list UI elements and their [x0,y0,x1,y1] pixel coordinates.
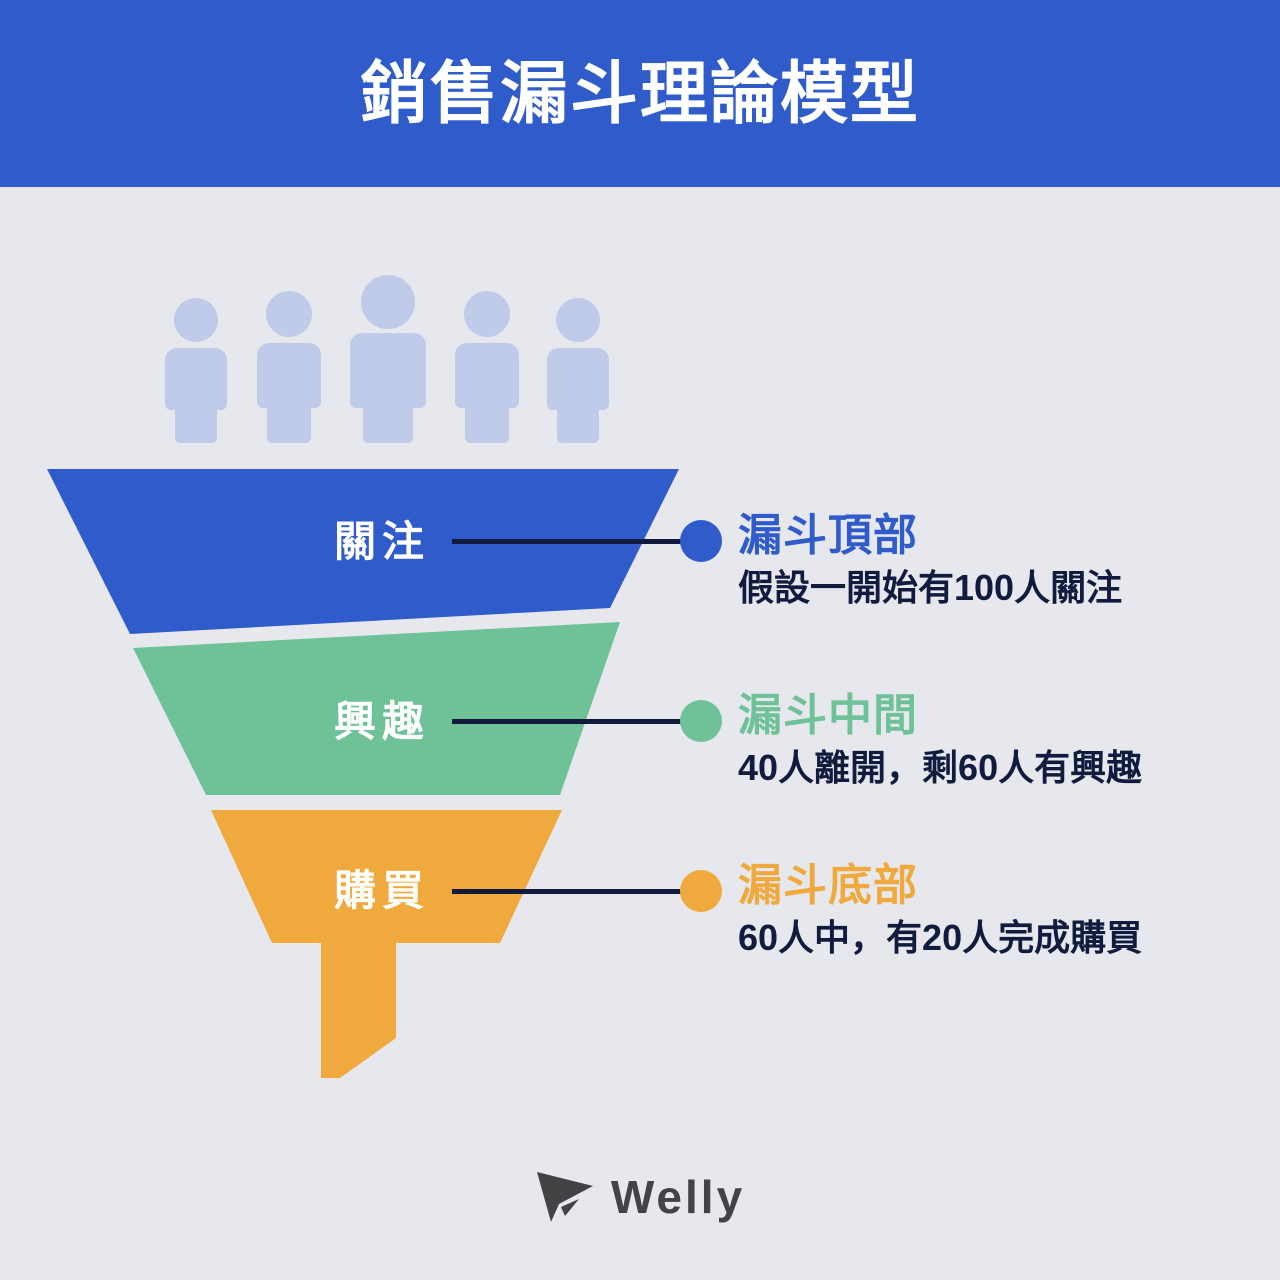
person-head-icon [556,298,600,342]
person-legs-icon [465,388,509,443]
funnel-stage-label-awareness: 關注 [333,518,430,565]
connector-dot-awareness[interactable] [680,520,722,562]
person-icon [257,291,321,443]
funnel-stage-shape-awareness[interactable] [47,469,679,634]
person-head-icon [266,291,312,337]
footer-logo: Welly [0,1168,1280,1226]
callout-title-interest: 漏斗中間 [738,691,918,740]
funnel-stage-shape-purchase[interactable] [211,810,562,1078]
connector-dot-purchase[interactable] [680,870,722,912]
person-legs-icon [557,391,599,443]
person-icon [455,291,519,443]
page-title: 銷售漏斗理論模型 [359,55,920,132]
funnel-stage-label-purchase: 購買 [333,867,430,914]
connector-line-awareness [452,539,702,544]
callout-desc-interest: 40人離開，剩60人有興趣 [738,746,1143,788]
callout-desc-awareness: 假設一開始有100人關注 [738,566,1123,608]
callout-desc-purchase: 60人中，有20人完成購買 [738,916,1143,958]
funnel-stage-label-interest: 興趣 [333,698,430,745]
callout-interest: 漏斗中間 40人離開，剩60人有興趣 [738,692,1142,789]
person-legs-icon [267,388,311,443]
person-legs-icon [175,391,217,443]
person-head-icon [464,291,510,337]
connector-dot-interest[interactable] [680,700,722,742]
callout-title-purchase: 漏斗底部 [738,861,918,910]
callout-purchase: 漏斗底部 60人中，有20人完成購買 [738,862,1142,959]
person-icon [350,275,426,443]
callout-awareness: 漏斗頂部 假設一開始有100人關注 [738,512,1122,609]
connector-line-interest [452,719,702,724]
brand-wordmark: Welly [610,1171,746,1223]
funnel-diagram [47,469,679,1078]
people-icon-group [165,275,609,443]
funnel-stage-shape-interest[interactable] [133,622,620,795]
funnel-stem-shape [340,935,396,1078]
person-legs-icon [363,381,413,443]
person-icon [547,298,609,443]
person-head-icon [174,298,218,342]
person-icon [165,298,227,443]
callout-title-awareness: 漏斗頂部 [738,511,918,560]
header-bar [0,0,1280,187]
person-head-icon [361,275,415,329]
paper-plane-icon [536,1172,593,1222]
connector-line-purchase [452,889,702,894]
